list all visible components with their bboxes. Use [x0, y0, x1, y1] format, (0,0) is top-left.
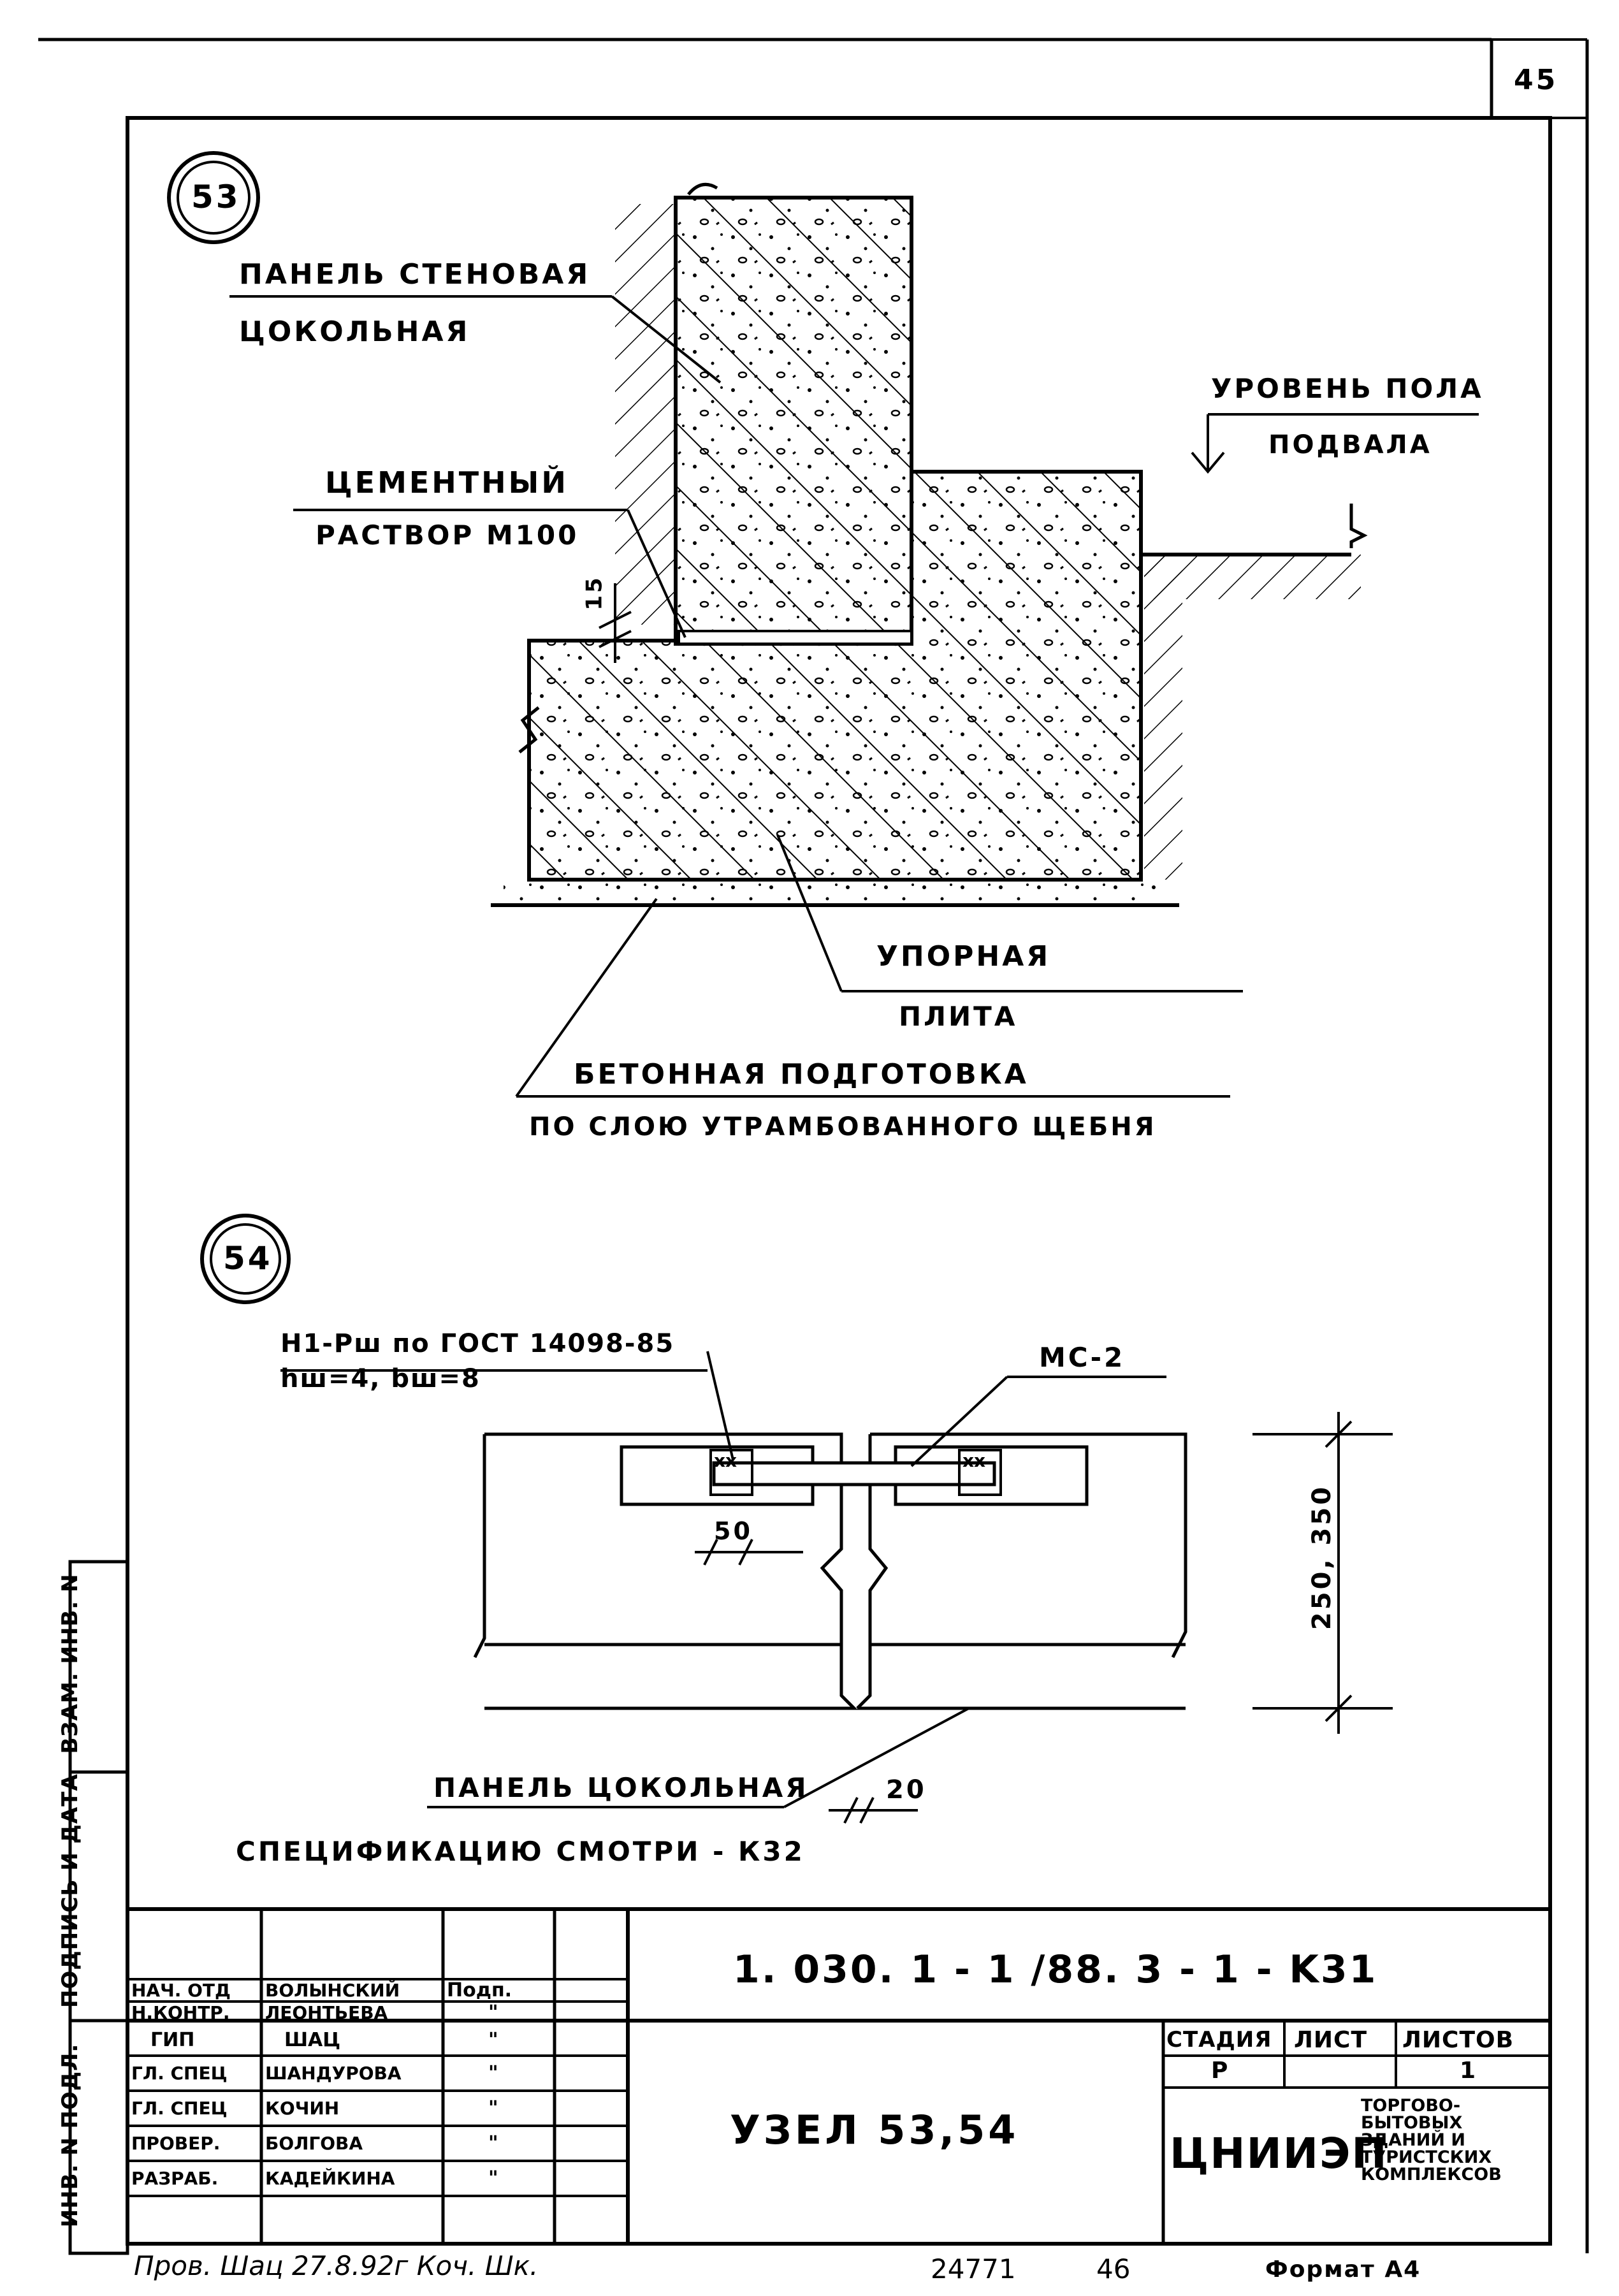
node53-badge-outer	[167, 151, 260, 244]
side-inv-podl: ИНВ. N ПОДЛ.	[57, 2043, 83, 2228]
dim-15: 15	[581, 575, 607, 611]
concrete-prep	[504, 883, 1166, 902]
dim-20: 20	[886, 1775, 927, 1805]
mortar-label-1: ЦЕМЕНТНЫЙ	[325, 465, 569, 500]
plinth-panels	[473, 1432, 1187, 1710]
plinth-panel-label: ПАНЕЛЬ ЦОКОЛЬНАЯ	[433, 1772, 809, 1803]
check-note: Пров. Шац 27.8.92г Коч. Шк.	[134, 2250, 539, 2281]
name-1: ВОЛЫНСКИЙ	[265, 1980, 400, 2001]
dim-250-350: 250, 350	[1307, 1484, 1337, 1631]
sheets-value: 1	[1460, 2058, 1479, 2084]
soil-left	[615, 204, 676, 625]
org-subtitle-line: ТОРГОВО-	[1361, 2096, 1461, 2116]
org-logo: ЦНИИЭП	[1170, 2129, 1388, 2178]
role-2: Н.КОНТР.	[131, 2002, 230, 2023]
sheets-header: ЛИСТОВ	[1402, 2027, 1514, 2053]
role-1: НАЧ. ОТД	[131, 1980, 231, 2001]
node53-badge-inner	[177, 161, 250, 235]
weld-mark-left: xx	[714, 1450, 737, 1471]
role-6: ПРОВЕР.	[131, 2133, 221, 2154]
sign-mark: "	[488, 2167, 498, 2190]
floor-label-1: УРОВЕНЬ ПОЛА	[1211, 373, 1484, 404]
node54-badge-outer	[200, 1214, 291, 1304]
org-subtitle-line: БЫТОВЫХ	[1361, 2113, 1463, 2133]
dim-50: 50	[714, 1517, 753, 1545]
archive-number: 24771	[931, 2253, 1016, 2285]
name-5: КОЧИН	[265, 2098, 340, 2119]
sheet-header: ЛИСТ	[1294, 2027, 1368, 2053]
archive-suffix: 46	[1096, 2253, 1131, 2285]
name-7: КАДЕЙКИНА	[265, 2168, 395, 2189]
role-4: ГЛ. СПЕЦ	[131, 2063, 228, 2084]
org-subtitle: ТОРГОВО- БЫТОВЫХ ЗДАНИЙ И ТУРИСТСКИХ КОМ…	[1361, 2097, 1502, 2183]
sign-mark: "	[488, 2062, 498, 2084]
format-label: Формат А4	[1265, 2256, 1421, 2283]
name-4: ШАНДУРОВА	[265, 2063, 402, 2084]
sign-mark: "	[488, 2002, 498, 2024]
sign-mark: "	[488, 2097, 498, 2119]
spec-note: СПЕЦИФИКАЦИЮ СМОТРИ - К32	[236, 1836, 805, 1867]
stage-value: Р	[1211, 2058, 1231, 2084]
org-subtitle-line: ЗДАНИЙ И	[1361, 2130, 1465, 2150]
node54-badge-inner	[210, 1223, 281, 1295]
node53-badge-label: 53	[191, 178, 241, 215]
sign-mark: "	[488, 2028, 498, 2051]
role-7: РАЗРАБ.	[131, 2168, 219, 2189]
plate-label-1: УПОРНАЯ	[876, 940, 1051, 973]
weld-label-1: Н1-Рш по ГОСТ 14098-85	[280, 1329, 675, 1358]
org-subtitle-line: КОМПЛЕКСОВ	[1361, 2165, 1502, 2184]
node54-badge-label: 54	[223, 1240, 273, 1277]
sign-header: Подп.	[447, 1979, 512, 2002]
name-6: БОЛГОВА	[265, 2133, 363, 2154]
name-3: ШАЦ	[284, 2028, 341, 2051]
side-podpis-data: ПОДПИСЬ И ДАТА	[57, 1773, 83, 2008]
name-2: ЛЕОНТЬЕВА	[265, 2002, 388, 2023]
plate-label-2: ПЛИТА	[899, 1001, 1018, 1032]
stage-header: СТАДИЯ	[1166, 2027, 1272, 2053]
side-vzam-inv: ВЗАМ. ИНВ. N	[57, 1573, 83, 1754]
floor-label-2: ПОДВАЛА	[1268, 430, 1432, 460]
role-5: ГЛ. СПЕЦ	[131, 2098, 228, 2119]
prep-label-1: БЕТОННАЯ ПОДГОТОВКА	[574, 1058, 1029, 1091]
drawing-title: УЗЕЛ 53,54	[730, 2107, 1019, 2153]
title-block	[127, 1907, 1550, 2244]
frame	[126, 116, 1552, 2246]
mc2-label: МС-2	[1039, 1342, 1126, 1373]
weld-label-2: hш=4, bш=8	[280, 1364, 481, 1393]
drawing-code: 1. 030. 1 - 1 /88. 3 - 1 - K31	[733, 1947, 1378, 1992]
org-subtitle-line: ТУРИСТСКИХ	[1361, 2147, 1492, 2167]
panel-label-2: ЦОКОЛЬНАЯ	[239, 316, 470, 348]
page-number: 45	[1514, 64, 1558, 96]
weld-mark-right: xx	[962, 1450, 986, 1471]
mc2-connector	[712, 1461, 996, 1486]
sign-mark: "	[488, 2132, 498, 2154]
panel-label-1: ПАНЕЛЬ СТЕНОВАЯ	[239, 258, 591, 291]
mortar-label-2: РАСТВОР М100	[316, 520, 579, 551]
role-3: ГИП	[150, 2028, 195, 2051]
prep-label-2: ПО СЛОЮ УТРАМБОВАННОГО ЩЕБНЯ	[529, 1112, 1157, 1142]
